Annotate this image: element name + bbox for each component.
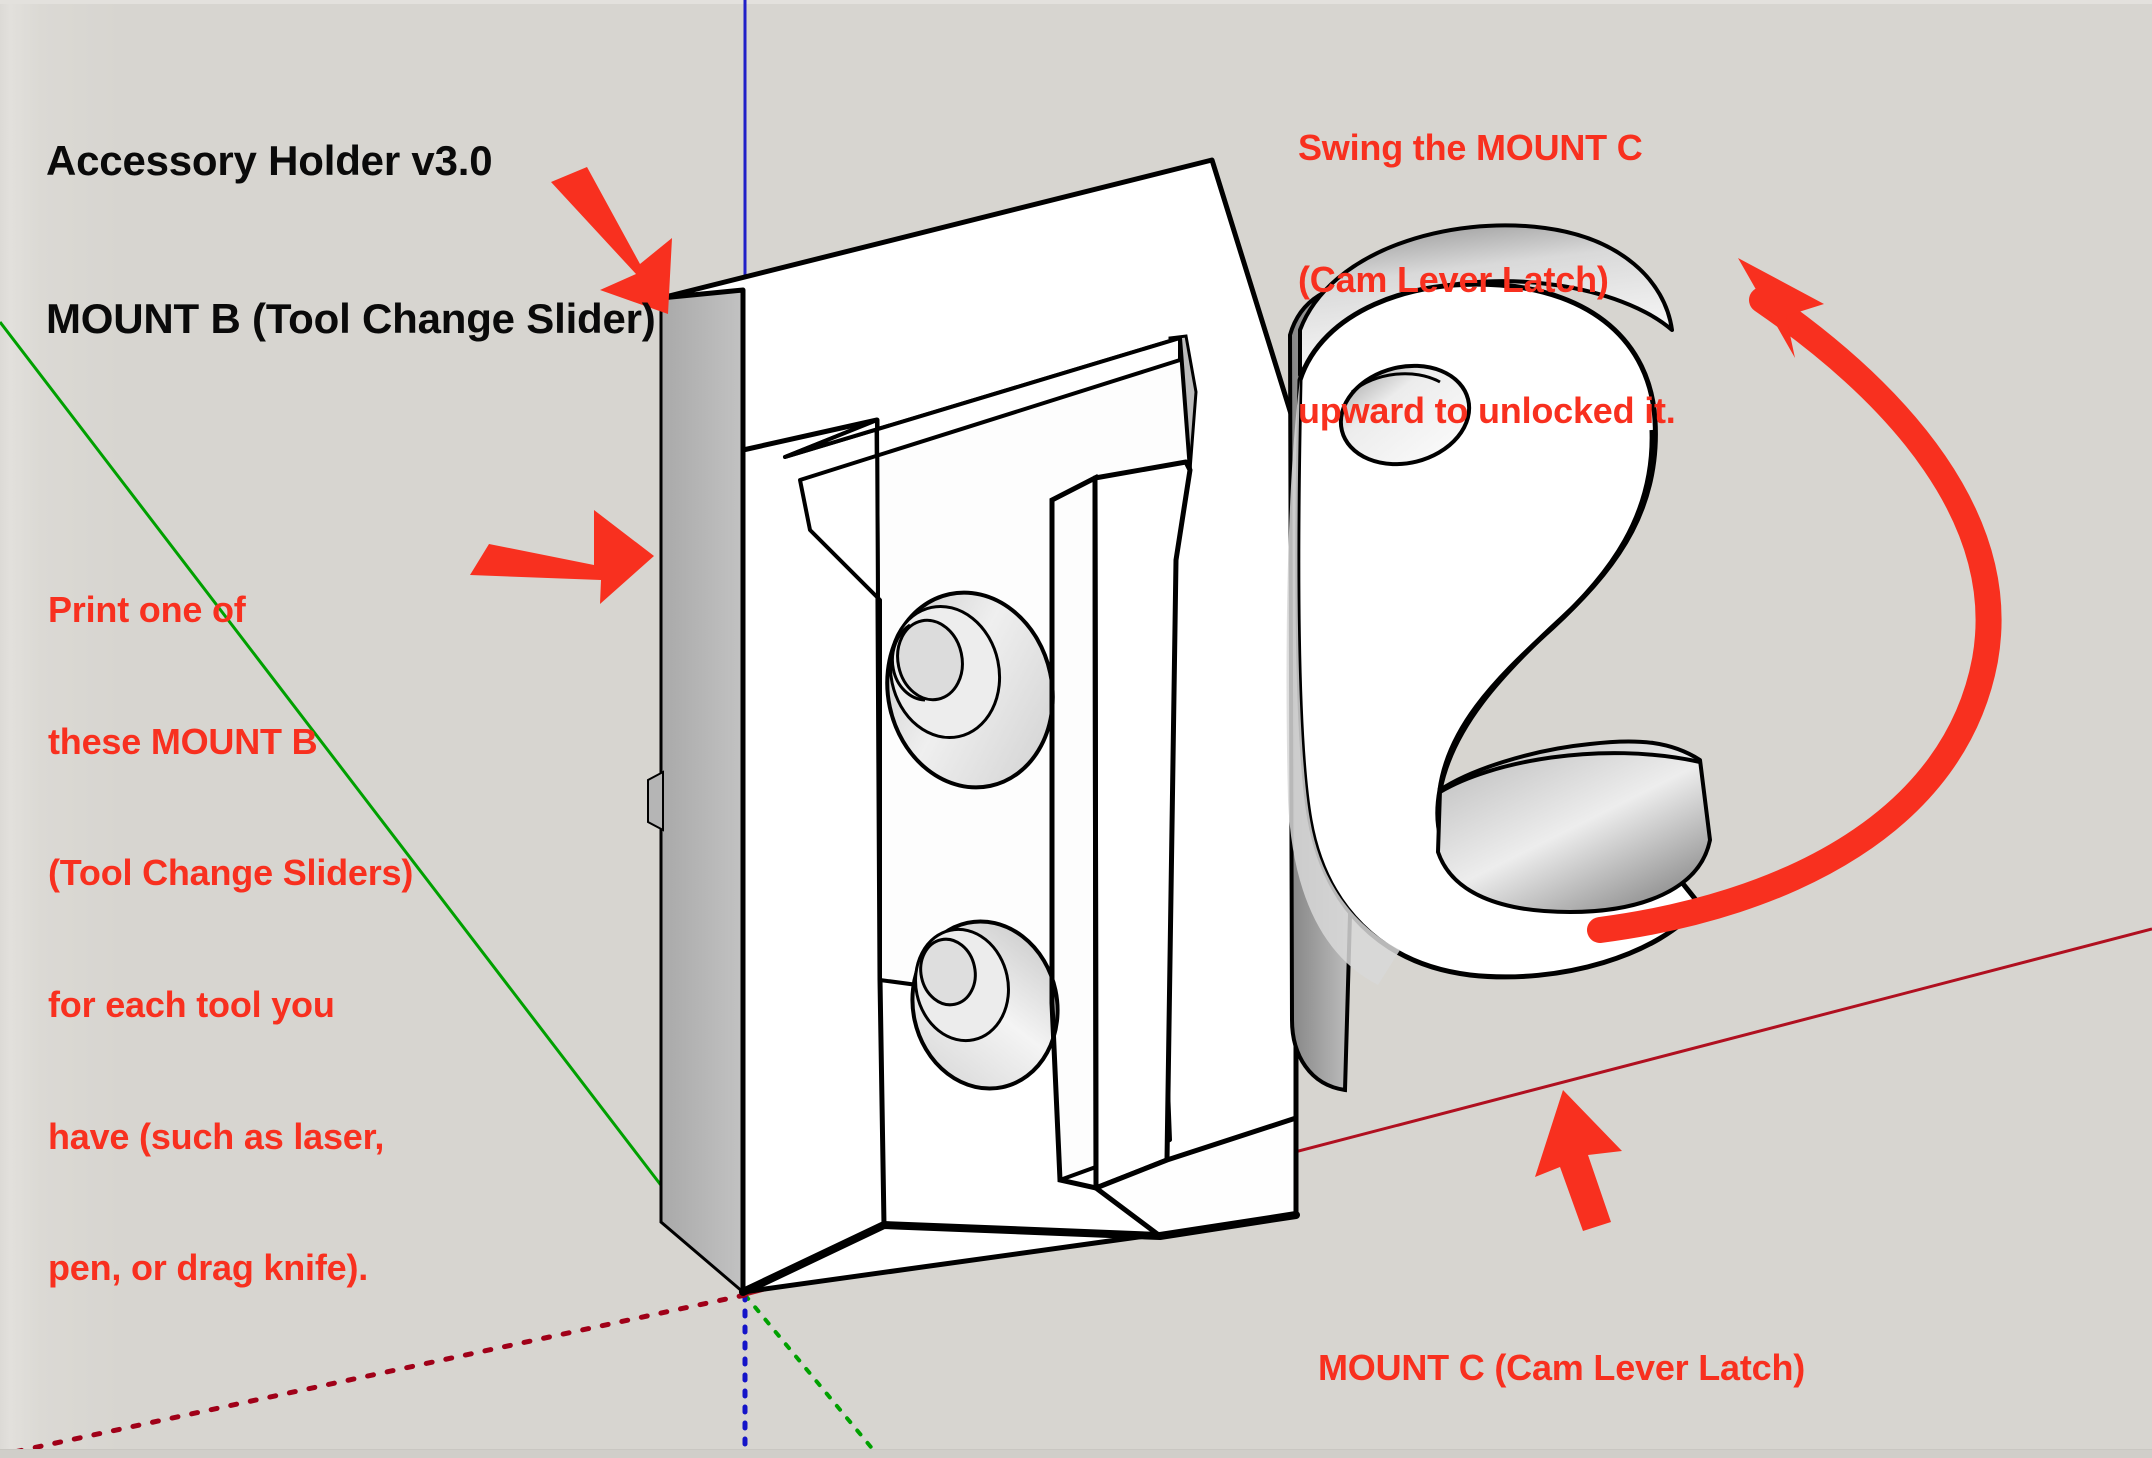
topright-note-line-2: (Cam Lever Latch) [1298, 258, 1609, 300]
left-note-line-5: have (such as laser, [48, 1115, 385, 1157]
mount-b-left-tab [647, 770, 664, 832]
topright-note-line-3: upward to unlocked it. [1298, 390, 1676, 432]
bottom-right-annotation-note: MOUNT C (Cam Lever Latch) in downward "l… [1318, 1258, 1840, 1458]
swing-curved-arrow-head [1738, 258, 1824, 358]
latch-arrow-icon [1535, 1090, 1622, 1231]
mount-b-upper-screw-hole [885, 590, 1055, 790]
left-note-line-6: pen, or drag knife). [48, 1247, 369, 1289]
mount-c-cam-lever-latch[interactable] [1286, 223, 1712, 1093]
top-right-annotation-note: Swing the MOUNT C (Cam Lever Latch) upwa… [1298, 38, 1676, 521]
left-note-line-2: these MOUNT B [48, 720, 318, 762]
mount-c-hook-nose [1436, 739, 1712, 914]
viewport-bottom-edge [0, 1449, 2152, 1458]
mount-b-right-rail-base [1093, 1115, 1299, 1239]
topright-note-line-1: Swing the MOUNT C [1298, 126, 1643, 168]
swing-curved-arrow-shaft [1587, 287, 2002, 943]
lower-hole-bore [919, 937, 977, 1007]
title-arrow-icon [551, 167, 672, 314]
title-line-2: MOUNT B (Tool Change Slider) [46, 294, 656, 342]
mount-c-nose-fold [1438, 751, 1701, 794]
mount-c-inner-notch-edge [1437, 429, 1655, 791]
left-note-line-1: Print one of [48, 588, 246, 630]
left-note-paragraph-gap [48, 1378, 434, 1404]
left-note-line-4: for each tool you [48, 983, 335, 1025]
green-axis-positive [0, 321, 747, 1296]
title-line-1: Accessory Holder v3.0 [46, 137, 493, 184]
mount-b-tool-change-slider[interactable] [647, 157, 1300, 1296]
mount-b-lower-screw-hole [910, 919, 1060, 1091]
mount-b-bottom-edge [739, 1211, 1300, 1296]
page-title: Accessory Holder v3.0 MOUNT B (Tool Chan… [46, 30, 656, 450]
mount-b-pocket-chamfer [783, 336, 1182, 982]
mount-b-slot-gap [1049, 473, 1099, 1192]
mount-c-left-shade [1286, 380, 1400, 985]
red-axis-negative [0, 1292, 748, 1458]
left-annotation-note: Print one of these MOUNT B (Tool Change … [48, 500, 434, 1458]
upper-hole-bore [896, 618, 964, 702]
mount-b-front-left-rail [740, 417, 887, 1295]
left-note-arrow-icon [470, 510, 654, 604]
bottomright-note-line-1: MOUNT C (Cam Lever Latch) [1318, 1346, 1806, 1388]
pivot-hole-outer [1338, 363, 1472, 467]
mount-c-pivot-hole [1338, 363, 1472, 467]
viewport-top-edge [0, 0, 2152, 4]
green-axis-negative [743, 1293, 882, 1458]
upper-hole-inner-shadow [890, 623, 926, 702]
pivot-hole-inner-shadow [1351, 372, 1441, 394]
left-note-line-3: (Tool Change Sliders) [48, 852, 414, 894]
